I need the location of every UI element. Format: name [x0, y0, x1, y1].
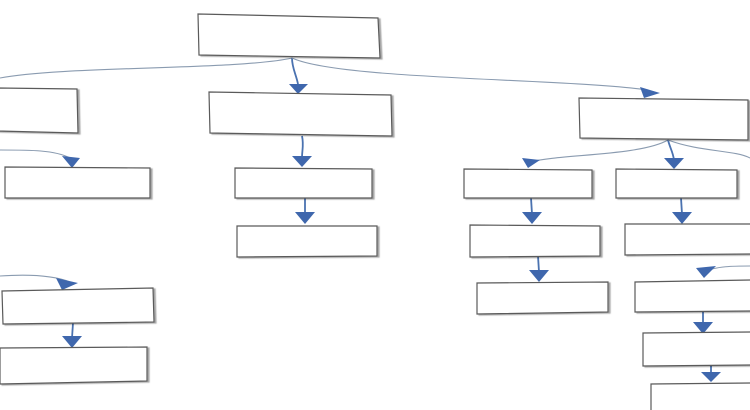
node-box-right-b-1: [615, 168, 738, 199]
connector-arrowhead: [529, 270, 549, 282]
connector-left-to-child: [0, 149, 71, 159]
connector-arrowhead: [292, 156, 312, 167]
connector-arrowhead: [62, 336, 82, 348]
node-box-right-b-4: [642, 331, 750, 367]
connector-right-to-child-a: [529, 139, 669, 163]
node-box-right-1: [578, 97, 749, 141]
connector-right-a-1: [530, 197, 533, 215]
connector-arrowhead: [56, 278, 78, 290]
node-box-right-a-3: [476, 281, 609, 315]
connector-arrowhead: [522, 212, 542, 224]
connector-right-a-2: [537, 255, 540, 273]
node-box-right-a-2: [469, 224, 601, 258]
node-box-right-b-2: [624, 223, 750, 256]
connector-arrowhead: [640, 87, 660, 98]
connector-root-to-right: [291, 57, 649, 91]
node-box-left-4: [0, 346, 148, 385]
connector-root-to-middle: [291, 57, 299, 85]
node-box-right-b-3: [634, 279, 750, 313]
connector-arrowhead: [664, 158, 684, 169]
connector-left-lower-child: [71, 322, 74, 339]
connector-right-to-child-b: [667, 139, 675, 161]
node-box-right-a-1: [463, 168, 593, 199]
node-box-left-1: [0, 87, 79, 134]
connector-arrowhead: [522, 158, 540, 168]
connector-arrowhead: [693, 322, 713, 334]
connector-right-to-child-c: [667, 139, 750, 159]
connector-root-to-left: [0, 57, 293, 79]
connector-middle-1: [301, 135, 304, 159]
node-box-root: [197, 13, 381, 59]
connector-arrowhead: [295, 212, 315, 224]
connector-arrowhead: [672, 212, 692, 224]
node-box-middle-2: [234, 167, 373, 199]
node-box-left-2: [4, 166, 151, 199]
node-box-left-3: [1, 287, 155, 325]
connector-arrowhead: [289, 84, 308, 94]
node-box-middle-1: [208, 91, 393, 137]
connector-arrowhead: [701, 372, 721, 382]
connector-arrowhead: [62, 156, 80, 168]
connector-right-b-1: [680, 197, 683, 215]
node-box-right-b-5: [650, 382, 750, 410]
connector-arrowhead: [696, 266, 716, 278]
node-box-middle-3: [236, 225, 378, 258]
